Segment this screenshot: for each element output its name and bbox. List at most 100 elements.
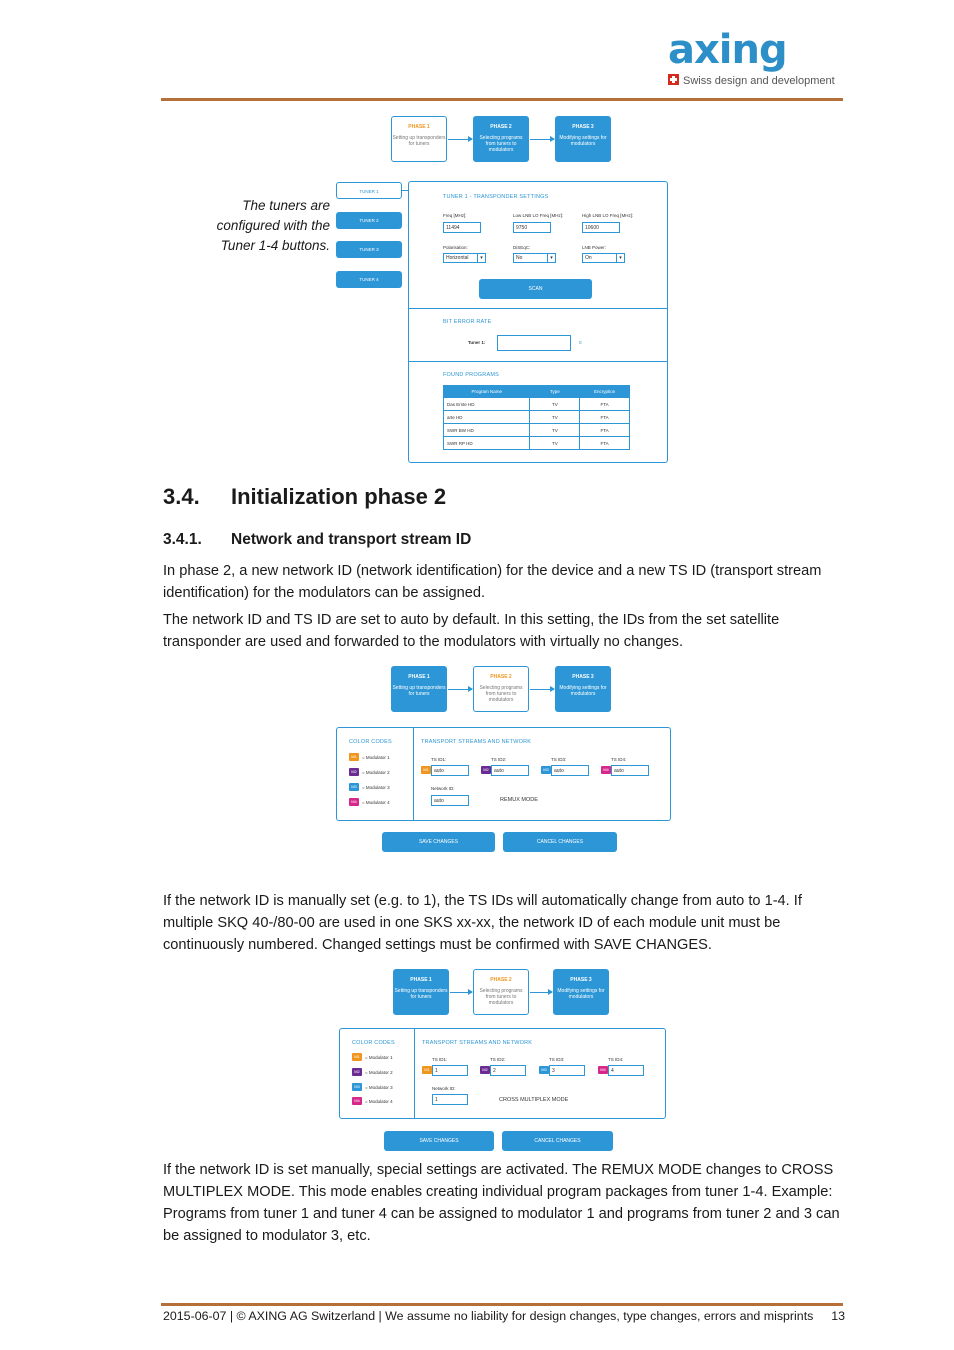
network-id-input[interactable]: auto (431, 795, 469, 806)
save-changes-button[interactable]: SAVE CHANGES (382, 832, 495, 852)
save-changes-button[interactable]: SAVE CHANGES (384, 1131, 494, 1151)
ts-id4-label: TS ID4: (611, 757, 627, 762)
page-footer: 2015-06-07 | © AXING AG Switzerland | We… (163, 1309, 845, 1323)
tuner-4-button[interactable]: TUNER 4 (336, 271, 402, 288)
ts-id1-label: TS ID1: (432, 1057, 448, 1062)
phase-3-step[interactable]: PHASE 3 Modifying settings for modulator… (555, 116, 611, 162)
ts-title: TRANSPORT STREAMS AND NETWORK (422, 1040, 533, 1046)
phase-arrow (530, 136, 555, 142)
m3-badge: M3 (349, 783, 359, 791)
color-codes-title: COLOR CODES (352, 1040, 395, 1046)
cancel-changes-button[interactable]: CANCEL CHANGES (503, 832, 617, 852)
subsection-heading: 3.4.1.Network and transport stream ID (163, 531, 472, 548)
col-program-name: Program Name (442, 385, 531, 398)
ts-id3-input[interactable]: 3 (549, 1065, 585, 1076)
ts-id2-label: TS ID2: (490, 1057, 506, 1062)
logo-tagline: Swiss design and development (668, 74, 835, 87)
phase-arrow (450, 989, 473, 995)
chevron-down-icon: ▾ (477, 254, 485, 262)
phase-arrow (448, 136, 473, 142)
phase-2-step[interactable]: PHASE 2 Selecting programs from tuners t… (473, 116, 529, 162)
tuner-2-button[interactable]: TUNER 2 (336, 212, 402, 229)
chevron-down-icon: ▾ (547, 254, 555, 262)
modulator-4-legend: = Modulator 4 (362, 800, 390, 805)
footer-text: 2015-06-07 | © AXING AG Switzerland | We… (163, 1309, 814, 1323)
phase-1-step[interactable]: PHASE 1 Setting up transponders for tune… (393, 969, 449, 1015)
polarisation-label: Polarisation: (443, 245, 468, 250)
tuner-3-button[interactable]: TUNER 3 (336, 241, 402, 258)
m4-badge: M4 (598, 1066, 608, 1074)
modulator-2-legend: = Modulator 2 (362, 770, 390, 775)
phase-2-step[interactable]: PHASE 2 Selecting programs from tuners t… (473, 969, 529, 1015)
table-row[interactable]: SWR BW HD TV FTA (442, 423, 630, 437)
connector (401, 190, 409, 191)
m4-badge: M4 (601, 766, 611, 774)
freq-input[interactable]: 11494 (443, 222, 481, 233)
m2-badge: M2 (481, 766, 491, 774)
tuner-1-button[interactable]: TUNER 1 (336, 182, 402, 199)
ts-id1-input[interactable]: 1 (432, 1065, 468, 1076)
diseqc-select[interactable]: No▾ (513, 253, 556, 263)
ts-id1-input[interactable]: auto (431, 765, 469, 776)
phase-1-step[interactable]: PHASE 1 Setting up transponders for tune… (391, 116, 447, 162)
diseqc-label: DiSEqC: (513, 245, 531, 250)
m2-badge: M2 (349, 768, 359, 776)
m4-badge: M4 (349, 798, 359, 806)
phase-arrow (530, 686, 555, 692)
ber-input[interactable] (497, 335, 571, 351)
ber-title: BIT ERROR RATE (443, 319, 492, 325)
phase-1-step[interactable]: PHASE 1 Setting up transponders for tune… (391, 666, 447, 712)
scan-button[interactable]: SCAN (479, 279, 592, 299)
m1-badge: M1 (421, 766, 431, 774)
lnb-power-label: LNB Power: (582, 245, 607, 250)
lnb-power-select[interactable]: On▾ (582, 253, 625, 263)
m1-badge: M1 (422, 1066, 432, 1074)
m2-badge: M2 (480, 1066, 490, 1074)
polarisation-select[interactable]: Horizontal▾ (443, 253, 486, 263)
panel-divider (414, 1029, 415, 1118)
modulator-3-legend: = Modulator 3 (362, 785, 390, 790)
low-lnb-input[interactable]: 9750 (513, 222, 551, 233)
ts-id3-label: TS ID3: (549, 1057, 565, 1062)
ts-id2-input[interactable]: auto (491, 765, 529, 776)
page-number: 13 (831, 1309, 845, 1323)
ts-id2-label: TS ID2: (491, 757, 507, 762)
paragraph-3: If the network ID is manually set (e.g. … (163, 893, 802, 953)
swiss-flag-icon (668, 74, 679, 85)
m3-badge: M3 (539, 1066, 549, 1074)
ts-id4-input[interactable]: auto (611, 765, 649, 776)
low-lnb-label: Low LNB LO Freq [MHz]: (513, 213, 564, 218)
m1-badge: M1 (349, 753, 359, 761)
panel-divider (413, 728, 414, 820)
table-row[interactable]: SWR RP HD TV FTA (442, 436, 630, 450)
color-codes-title: COLOR CODES (349, 739, 392, 745)
high-lnb-label: High LNB LO Freq [MHz]: (582, 213, 634, 218)
ts-id2-input[interactable]: 2 (490, 1065, 526, 1076)
high-lnb-input[interactable]: 10600 (582, 222, 620, 233)
cancel-changes-button[interactable]: CANCEL CHANGES (502, 1131, 613, 1151)
network-id-label: Network ID: (432, 1086, 456, 1091)
table-row[interactable]: Das Erste HD TV FTA (442, 397, 630, 411)
modulator-1-legend: = Modulator 1 (362, 755, 390, 760)
ts-id3-input[interactable]: auto (551, 765, 589, 776)
section-divider (409, 361, 667, 362)
programs-table: Program Name Type Encryption Das Erste H… (442, 385, 630, 450)
phase-3-step[interactable]: PHASE 3 Modifying settings for modulator… (555, 666, 611, 712)
ts-id1-label: TS ID1: (431, 757, 447, 762)
freq-label: Freq [MHz]: (443, 213, 467, 218)
phase-arrow (448, 686, 473, 692)
ts-title: TRANSPORT STREAMS AND NETWORK (421, 739, 532, 745)
ber-value: 0 (579, 340, 582, 345)
phase-3-step[interactable]: PHASE 3 Modifying settings for modulator… (553, 969, 609, 1015)
phase-arrow (530, 989, 553, 995)
network-id-input[interactable]: 1 (432, 1094, 468, 1105)
col-type: Type (529, 385, 581, 398)
figure-caption: The tuners are configured with the Tuner… (216, 198, 330, 253)
phase-2-step[interactable]: PHASE 2 Selecting programs from tuners t… (473, 666, 529, 712)
chevron-down-icon: ▾ (616, 254, 624, 262)
footer-rule (161, 1303, 843, 1306)
ts-id4-input[interactable]: 4 (608, 1065, 644, 1076)
table-row[interactable]: arte HD TV FTA (442, 410, 630, 424)
m3-badge: M3 (541, 766, 551, 774)
paragraph-1: In phase 2, a new network ID (network id… (163, 563, 822, 601)
